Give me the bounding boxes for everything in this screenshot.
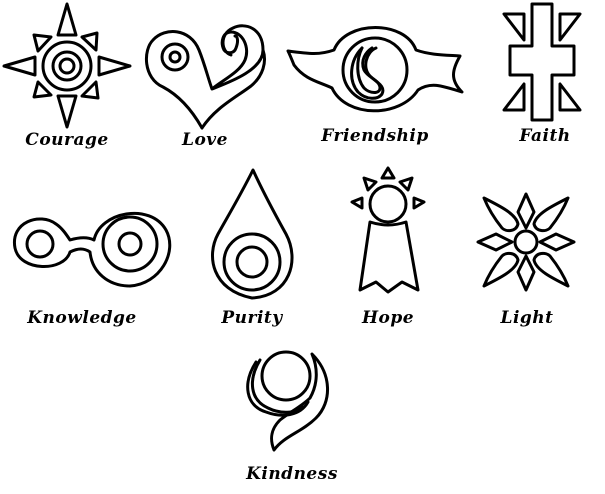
label-light: Light xyxy=(500,308,554,328)
label-hope: Hope xyxy=(361,308,415,328)
kindness-crest-icon xyxy=(246,350,329,452)
crest-faith xyxy=(470,0,605,160)
label-courage: Courage xyxy=(25,130,109,150)
label-faith: Faith xyxy=(519,126,571,146)
hope-crest-icon xyxy=(350,166,426,294)
label-kindness: Kindness xyxy=(246,464,338,484)
love-crest-icon xyxy=(144,24,266,130)
knowledge-crest-icon xyxy=(13,211,172,288)
light-crest-icon xyxy=(476,192,576,292)
courage-crest-icon xyxy=(2,2,132,129)
label-friendship: Friendship xyxy=(321,126,429,146)
crest-knowledge xyxy=(0,160,200,340)
crest-love xyxy=(135,0,285,160)
crest-kindness xyxy=(220,340,360,494)
faith-crest-icon xyxy=(502,2,582,122)
crest-light xyxy=(460,180,605,340)
purity-crest-icon xyxy=(211,168,294,300)
crest-courage xyxy=(0,0,150,160)
crest-purity xyxy=(190,160,340,340)
crest-hope xyxy=(330,160,450,340)
crest-friendship xyxy=(280,0,480,160)
friendship-crest-icon xyxy=(286,26,464,113)
label-knowledge: Knowledge xyxy=(27,308,137,328)
label-purity: Purity xyxy=(221,308,283,328)
label-love: Love xyxy=(182,130,228,150)
